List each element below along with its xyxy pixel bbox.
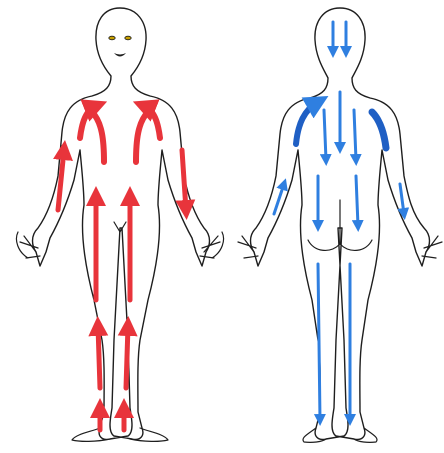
front-view-figure xyxy=(16,8,223,441)
back-arrow-upper-back-right xyxy=(354,110,356,160)
back-arrow-upper-back-left xyxy=(324,110,326,160)
back-arrow-lower-back-right xyxy=(356,176,358,226)
back-arrow-left-leg xyxy=(318,264,320,420)
front-left-eye xyxy=(109,36,115,40)
front-arrow-left-shin xyxy=(98,326,100,388)
front-arrow-right-shin xyxy=(126,326,128,388)
front-body-outline xyxy=(33,8,210,439)
front-right-eye xyxy=(125,36,131,40)
back-view-figure xyxy=(238,8,442,442)
